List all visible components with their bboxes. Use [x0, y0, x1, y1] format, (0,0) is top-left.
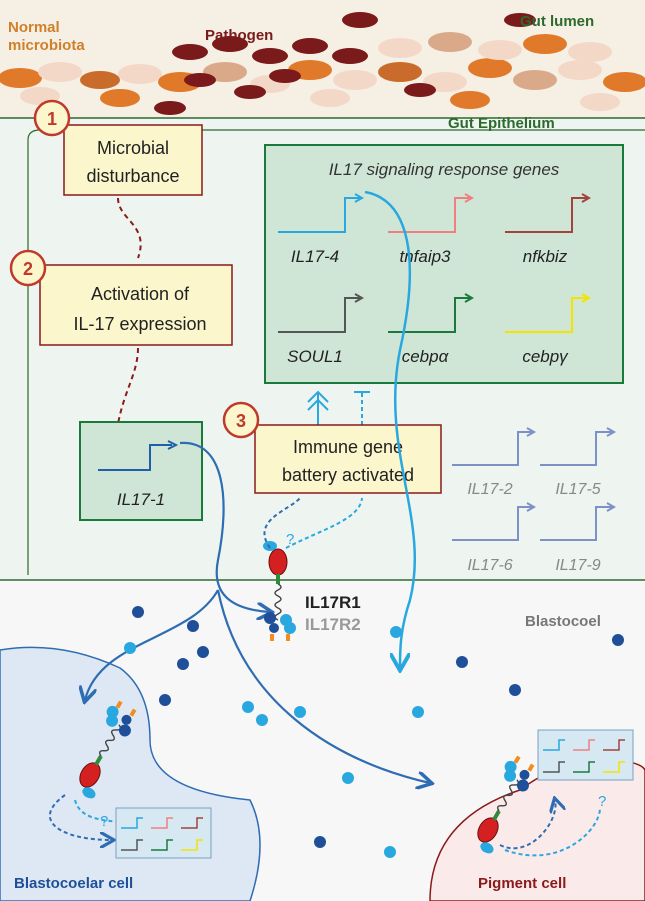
step-3-badge [222, 401, 260, 439]
step-1-number: 1 [47, 109, 57, 129]
il17-1-gene-arrowhead [167, 440, 179, 450]
step-1-text-1: Microbial [97, 138, 169, 158]
gene-il17-9: IL17-9 [540, 502, 617, 574]
question-mark-epithelium: ? [286, 531, 294, 548]
activation-double-arrowhead [307, 390, 329, 411]
il17-1-label: IL17-1 [117, 490, 165, 509]
response-gene-cebpa: cebpα [388, 293, 475, 366]
step-2-text-1: Activation of [91, 284, 190, 304]
response-genes-title: IL17 signaling response genes [329, 160, 560, 179]
gene-label-cebpa: cebpα [402, 347, 450, 366]
gene-label-il17-5: IL17-5 [555, 481, 600, 498]
step-3-text-1: Immune gene [293, 437, 403, 457]
label-gut-epithelium: Gut Epithelium [448, 115, 555, 132]
step-2-text-2: IL-17 expression [73, 314, 206, 334]
question-mark-blastocoelar: ? [100, 813, 108, 830]
label-normal-microbiota-1: Normal [8, 19, 60, 36]
response-gene-cebpg: cebpγ [505, 293, 592, 366]
arrow-il17-1-to-receptor [179, 441, 270, 612]
label-blastocoel: Blastocoel [525, 613, 601, 630]
step-3-text-2: battery activated [282, 465, 414, 485]
mini-gene-battery-blastocoelar [115, 807, 212, 859]
step-1-text-2: disturbance [86, 166, 179, 186]
signal-dash-pigment-1 [499, 800, 556, 850]
response-gene-soul1: SOUL1 [278, 293, 365, 366]
signal-dash-receptor-1 [263, 497, 301, 549]
gene-label-il17-2: IL17-2 [467, 481, 512, 498]
gene-label-tnfaip3: tnfaip3 [399, 247, 451, 266]
arrow-il17-4-secretion [364, 190, 417, 668]
gene-label-nfkbiz: nfkbiz [523, 247, 568, 266]
response-gene-nfkbiz: nfkbiz [505, 193, 592, 266]
label-gut-lumen: Gut lumen [520, 13, 594, 30]
label-pigment-cell: Pigment cell [478, 875, 566, 892]
signal-dash-pigment-2 [504, 807, 601, 857]
response-gene-il17-4: IL17-4 [278, 193, 365, 266]
gene-label-il17-9: IL17-9 [555, 557, 600, 574]
step-3-number: 3 [236, 411, 246, 431]
label-normal-microbiota-2: microbiota [8, 37, 85, 54]
response-genes-box [264, 144, 624, 384]
arrow-step2-to-il17-1 [115, 347, 139, 458]
signal-dash-receptor-2 [285, 497, 363, 549]
gene-label-il17-4: IL17-4 [291, 247, 339, 266]
step-2-number: 2 [23, 259, 33, 279]
question-mark-pigment: ? [598, 793, 606, 810]
il17-1-gene-icon [98, 444, 172, 471]
step-3-box [254, 424, 442, 494]
label-pathogen: Pathogen [205, 27, 273, 44]
gene-label-soul1: SOUL1 [287, 347, 343, 366]
step-2-box [39, 264, 233, 346]
arrow-step1-to-step2 [117, 197, 142, 259]
gene-il17-5: IL17-5 [540, 427, 617, 498]
label-blastocoelar-cell: Blastocoelar cell [14, 875, 133, 892]
step-1-box [63, 124, 203, 196]
ligand-dots [124, 606, 624, 858]
mini-gene-battery-pigment [537, 729, 634, 781]
label-il17r1: IL17R1 [305, 593, 361, 612]
step-2-badge [9, 249, 47, 287]
gene-il17-2: IL17-2 [452, 427, 537, 498]
arrow-il17-1-to-blastocoelar-cell [85, 589, 219, 700]
gene-label-cebpg: cebpγ [522, 347, 569, 366]
arrow-il17-1-to-pigment-cell [216, 589, 430, 783]
gene-il17-6: IL17-6 [452, 502, 537, 574]
step-1-badge [33, 99, 71, 137]
response-gene-tnfaip3: tnfaip3 [388, 193, 475, 266]
label-il17r2: IL17R2 [305, 615, 361, 634]
pathogen-layer [154, 12, 536, 115]
gene-label-il17-6: IL17-6 [467, 557, 512, 574]
